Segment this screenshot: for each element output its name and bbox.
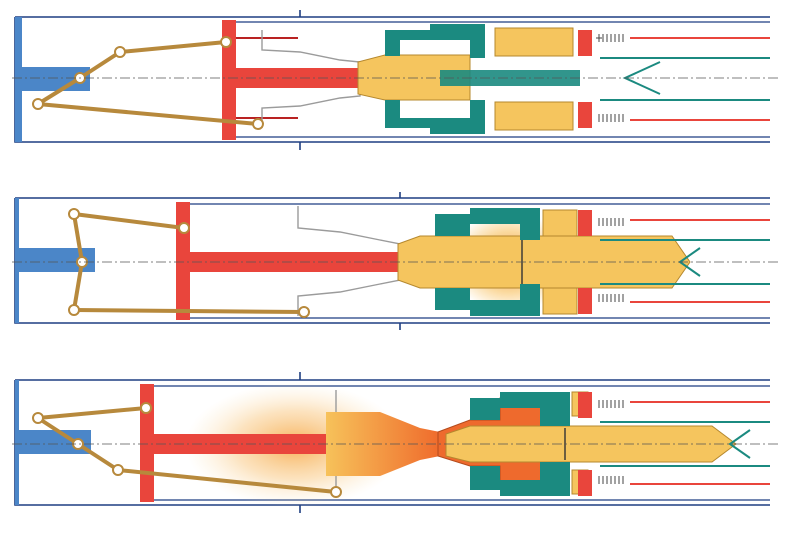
barrel-upper [470,392,570,426]
housing-outline [14,10,770,150]
spring-upper [596,34,624,42]
pivot-joint [68,208,80,220]
piston-head [140,384,154,502]
barrel-upper [385,24,485,58]
housing-left-wall [15,198,19,323]
housing-left-wall [15,17,22,142]
pivot-joint [298,306,310,318]
pivot-joint [252,118,264,130]
stage-1-closed [12,10,780,150]
housing-outline [14,192,770,330]
guide-upper [578,210,592,236]
pivot-joint [114,46,126,58]
spring-lower [598,476,624,484]
barrel-lower [385,100,485,134]
pivot-joint [330,486,342,498]
linkage [72,212,306,314]
linkage [36,40,260,126]
piston-head [222,20,236,140]
spring-lower [598,294,624,302]
pivot-joint [140,402,152,414]
housing-outline [14,372,770,513]
ring-lower [494,101,574,131]
ring-upper [494,27,574,57]
barrel-lower [470,462,570,496]
ring-upper [542,209,578,237]
stage-3-firing [12,372,780,513]
spring-upper [598,218,624,226]
pivot-joint [32,98,44,110]
spring-upper [598,400,624,408]
barrel-upper [435,208,540,240]
guide-lower [578,102,592,128]
barrel-tip [728,429,751,459]
guide-lower [578,288,592,314]
pivot-joint [178,222,190,234]
spring-lower [598,114,624,122]
piston-head [176,202,190,320]
pivot-joint [32,412,44,424]
stage-2-compressing [12,192,780,330]
guide-upper [578,392,592,418]
linkage [36,406,338,494]
barrel-bore [440,70,580,86]
expanding-gas [326,412,440,476]
housing-left-wall [15,380,19,505]
pivot-joint [112,464,124,476]
guide-lower [578,470,592,496]
pivot-joint [220,36,232,48]
barrel-lower [435,284,540,316]
ring-lower [542,287,578,315]
guide-upper [578,30,592,56]
pivot-joint [68,304,80,316]
